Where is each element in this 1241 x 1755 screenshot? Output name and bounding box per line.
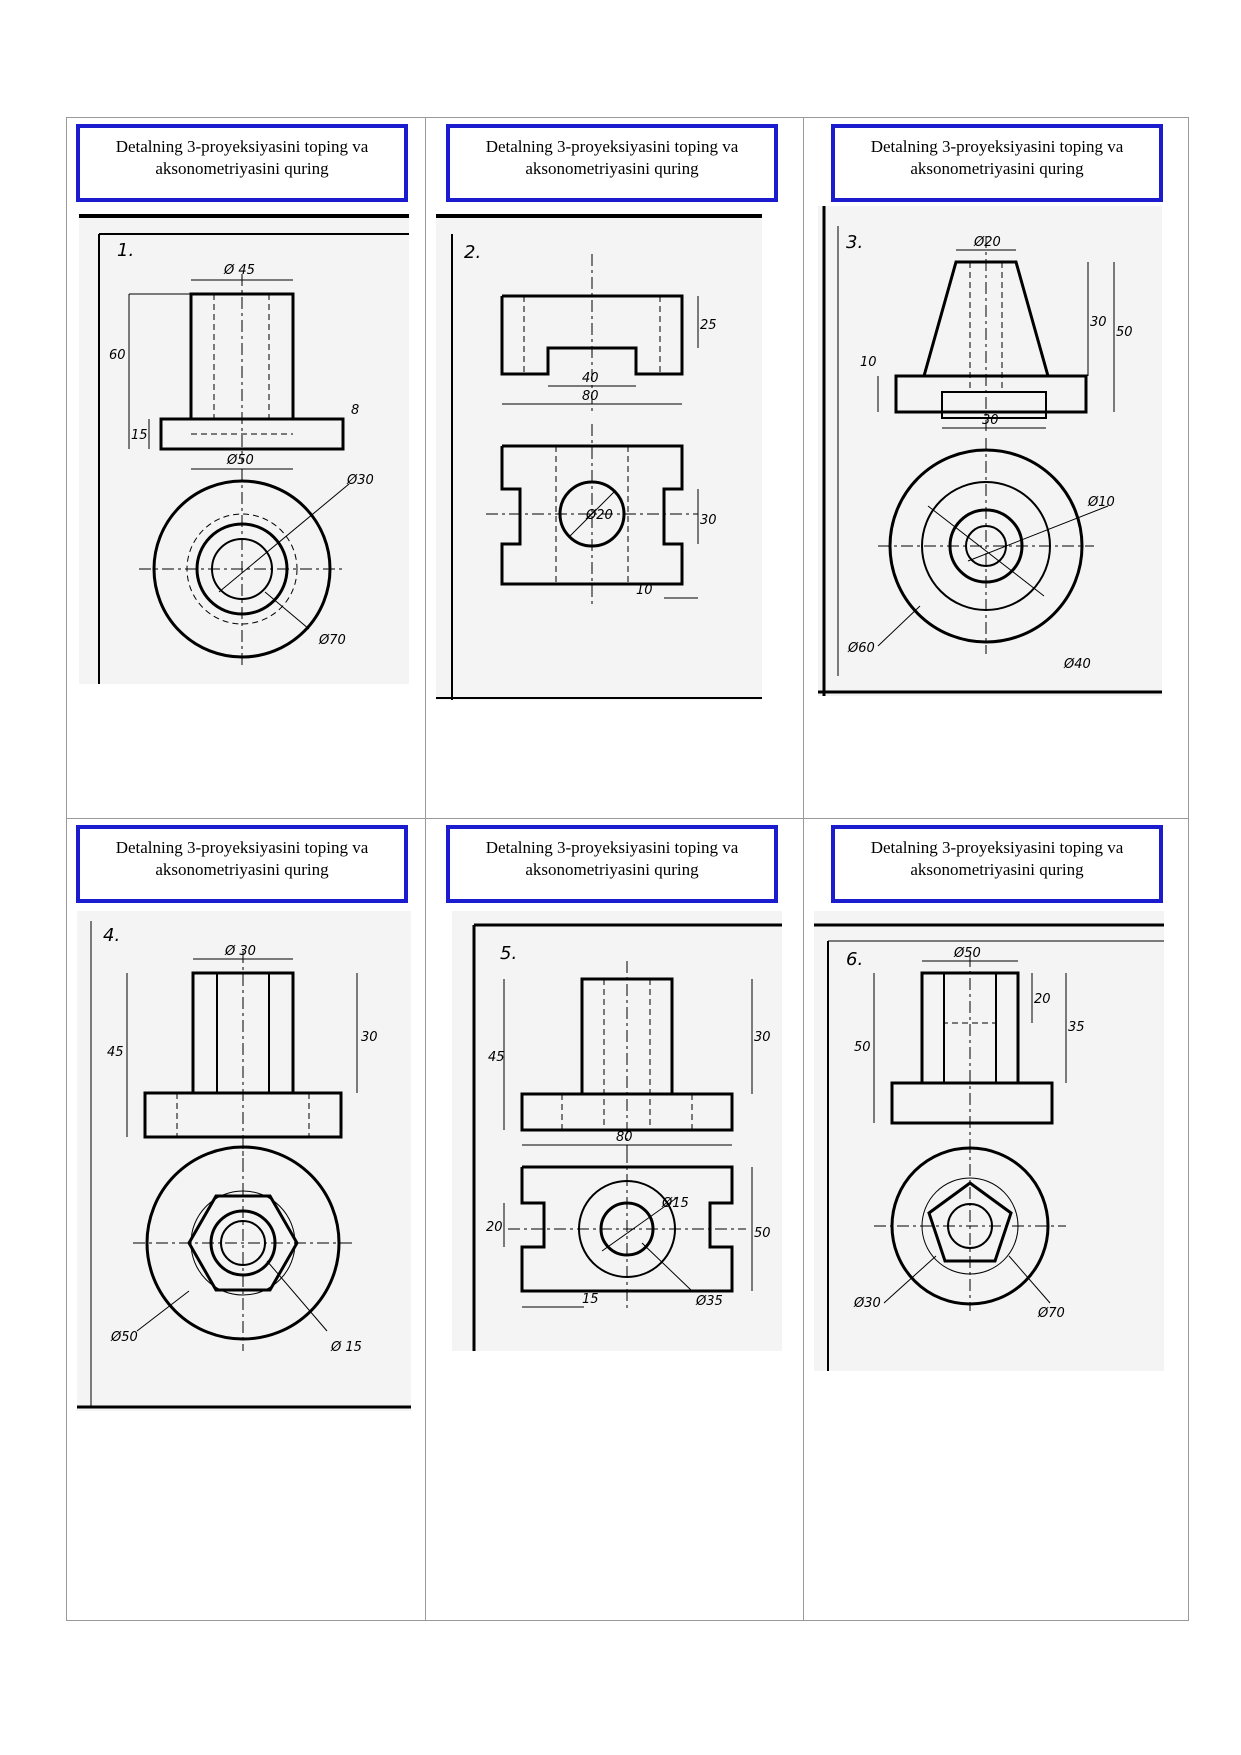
task-cell-6: Detalning 3-proyeksiyasini toping va aks…	[804, 819, 1190, 1622]
dimension-label: Ø30	[346, 473, 374, 488]
task-instruction-box: Detalning 3-proyeksiyasini toping va aks…	[446, 124, 778, 202]
column-divider	[803, 118, 804, 1620]
dimension-label: 8	[351, 403, 359, 418]
task-number: 3.	[846, 232, 863, 253]
task-number: 6.	[846, 949, 863, 970]
task-text-line1: Detalning 3-proyeksiyasini toping va	[115, 838, 369, 857]
dimension-label: 25	[700, 318, 717, 333]
dimension-label: 30	[361, 1030, 378, 1045]
task-text-line1: Detalning 3-proyeksiyasini toping va	[870, 838, 1124, 857]
task-text-line2: aksonometriyasini quring	[525, 159, 699, 178]
dimension-label: 10	[636, 583, 653, 598]
dimension-label: Ø 30	[224, 944, 256, 959]
dimension-label: Ø10	[1087, 495, 1115, 510]
task-cell-4: Detalning 3-proyeksiyasini toping va aks…	[67, 819, 425, 1622]
task-cell-2: Detalning 3-proyeksiyasini toping va aks…	[426, 118, 803, 818]
task-text-line1: Detalning 3-proyeksiyasini toping va	[485, 137, 739, 156]
dimension-label: Ø70	[318, 633, 346, 648]
task-number: 5.	[500, 943, 517, 964]
dimension-label: Ø15	[661, 1196, 689, 1211]
task-text-line1: Detalning 3-proyeksiyasini toping va	[870, 137, 1124, 156]
task-text-line2: aksonometriyasini quring	[525, 860, 699, 879]
task-text-line2: aksonometriyasini quring	[910, 860, 1084, 879]
task-instruction-box: Detalning 3-proyeksiyasini toping va aks…	[76, 124, 408, 202]
task-number: 2.	[464, 242, 481, 263]
task-text-line2: aksonometriyasini quring	[910, 159, 1084, 178]
dimension-label: 20	[1034, 992, 1051, 1007]
task-text-line1: Detalning 3-proyeksiyasini toping va	[115, 137, 369, 156]
task-instruction-box: Detalning 3-proyeksiyasini toping va aks…	[831, 124, 1163, 202]
dimension-label: 45	[107, 1045, 124, 1060]
technical-drawing-4: 4. Ø 30 45 30	[77, 911, 411, 1411]
task-instruction-box: Detalning 3-proyeksiyasini toping va aks…	[831, 825, 1163, 903]
dimension-label: 30	[700, 513, 717, 528]
task-number: 4.	[103, 925, 120, 946]
task-text-line1: Detalning 3-proyeksiyasini toping va	[485, 838, 739, 857]
technical-drawing-3: 3. Ø20 30 50 10 30	[818, 206, 1162, 696]
dimension-label: 45	[488, 1050, 505, 1065]
technical-drawing-5: 5. 45 30 80	[452, 911, 782, 1351]
dimension-label: 50	[854, 1040, 871, 1055]
dimension-label: 30	[754, 1030, 771, 1045]
dimension-label: 60	[109, 348, 126, 363]
dimension-label: 50	[1116, 325, 1133, 340]
dimension-label: 15	[131, 428, 148, 443]
dimension-label: Ø 45	[223, 263, 255, 278]
dimension-label: Ø70	[1037, 1306, 1065, 1321]
dimension-label: 80	[616, 1130, 633, 1145]
task-number: 1.	[117, 240, 134, 261]
dimension-label: 35	[1068, 1020, 1085, 1035]
dimension-label: 15	[582, 1292, 599, 1307]
technical-drawing-6: 6. Ø50 20 50 35	[814, 911, 1164, 1371]
dimension-label: Ø40	[1063, 657, 1091, 672]
task-text-line2: aksonometriyasini quring	[155, 860, 329, 879]
worksheet-table: Detalning 3-proyeksiyasini toping va aks…	[66, 117, 1189, 1621]
task-instruction-box: Detalning 3-proyeksiyasini toping va aks…	[446, 825, 778, 903]
task-cell-5: Detalning 3-proyeksiyasini toping va aks…	[426, 819, 803, 1622]
task-cell-3: Detalning 3-proyeksiyasini toping va aks…	[804, 118, 1190, 818]
technical-drawing-2: 2. 25 40 80	[436, 214, 762, 700]
dimension-label: 20	[486, 1220, 503, 1235]
dimension-label: Ø50	[226, 453, 254, 468]
dimension-label: Ø50	[110, 1330, 138, 1345]
dimension-label: 30	[1090, 315, 1107, 330]
dimension-label: Ø60	[847, 641, 875, 656]
dimension-label: Ø30	[853, 1296, 881, 1311]
dimension-label: 50	[754, 1226, 771, 1241]
dimension-label: 40	[582, 371, 599, 386]
dimension-label: Ø35	[695, 1294, 723, 1309]
dimension-label: Ø50	[953, 946, 981, 961]
dimension-label: 30	[982, 413, 999, 428]
technical-drawing-1: 1. Ø 45 60 15 8 Ø50	[79, 214, 409, 684]
dimension-label: Ø20	[585, 508, 613, 523]
column-divider	[425, 118, 426, 1620]
task-text-line2: aksonometriyasini quring	[155, 159, 329, 178]
dimension-label: 10	[860, 355, 877, 370]
task-cell-1: Detalning 3-proyeksiyasini toping va aks…	[67, 118, 425, 818]
task-instruction-box: Detalning 3-proyeksiyasini toping va aks…	[76, 825, 408, 903]
dimension-label: Ø 15	[330, 1340, 362, 1355]
dimension-label: Ø20	[973, 235, 1001, 250]
dimension-label: 80	[582, 389, 599, 404]
row-divider	[67, 818, 1188, 819]
